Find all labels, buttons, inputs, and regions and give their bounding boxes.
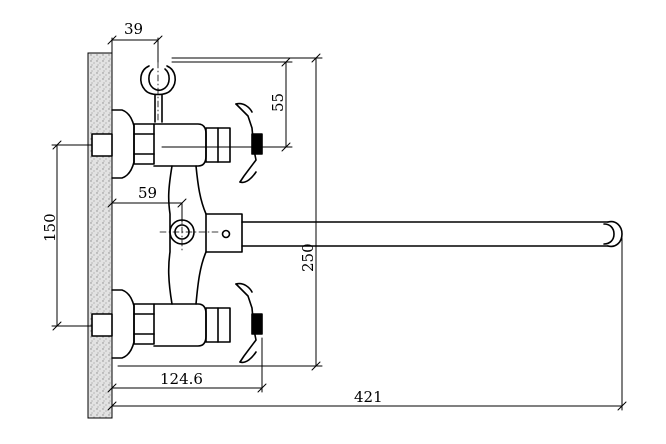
dim-label-outlet-offset: 59 [138,184,157,202]
shower-holder [140,65,176,123]
center-lines [157,61,219,253]
dim-label-handle-depth: 124.6 [160,370,203,388]
dim-label-holder-offset: 39 [124,20,143,38]
spout [241,220,623,248]
upper-handle [235,102,263,184]
wall [87,52,113,419]
dimension-lines [51,35,627,411]
dim-label-holder-height: 55 [269,93,287,112]
dim-label-spout-reach: 421 [354,388,383,406]
lower-handle [235,282,263,364]
dimension-labels: 39 55 250 150 59 124.6 421 [41,20,383,406]
dim-label-inlet-spacing: 150 [41,213,59,242]
mixer-body [91,109,243,359]
dim-label-overall-height: 250 [299,243,317,272]
